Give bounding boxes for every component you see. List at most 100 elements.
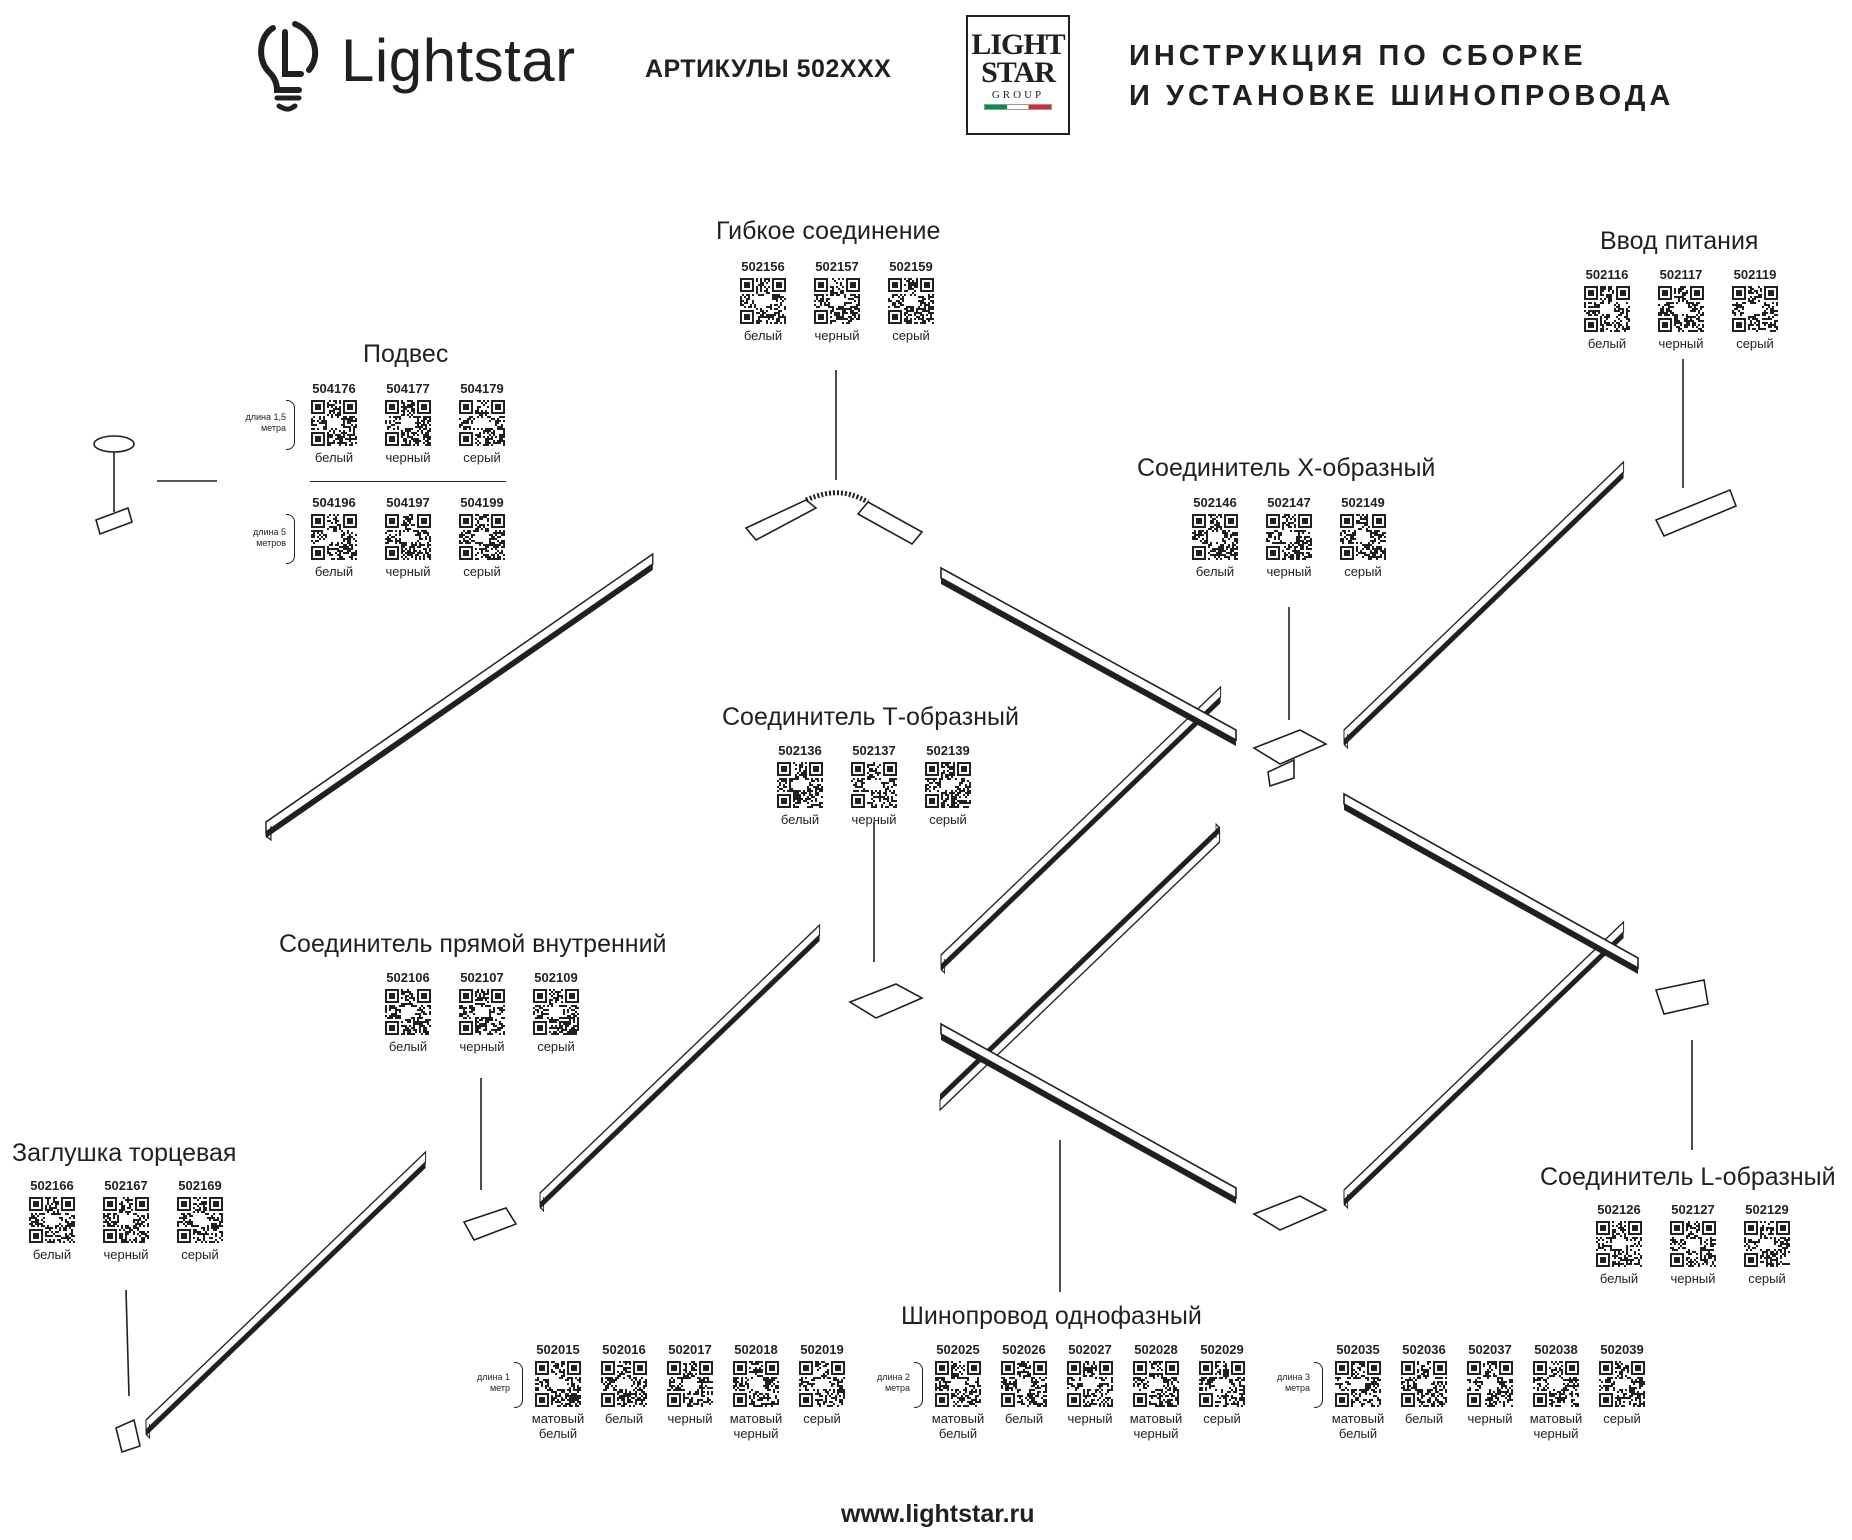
color-label: черный (1467, 1411, 1512, 1426)
qr-code-icon[interactable] (935, 1361, 981, 1407)
qr-code-icon[interactable] (799, 1361, 845, 1407)
color-label: черный (103, 1247, 148, 1262)
qr-code-icon[interactable] (459, 400, 505, 446)
article-code: 502149 (1341, 495, 1384, 510)
qr-code-icon[interactable] (385, 400, 431, 446)
variant-item: 502147черный (1265, 495, 1313, 579)
variant-item: 502036белый (1400, 1342, 1448, 1441)
qr-code-icon[interactable] (459, 989, 505, 1035)
qr-code-icon[interactable] (733, 1361, 779, 1407)
qr-code-icon[interactable] (667, 1361, 713, 1407)
article-code: 502136 (778, 743, 821, 758)
color-label: черный (1067, 1411, 1112, 1426)
qr-code-icon[interactable] (1599, 1361, 1645, 1407)
qr-code-icon[interactable] (1401, 1361, 1447, 1407)
variant-item: 504177черный (384, 381, 432, 465)
color-label: матовый белый (928, 1411, 988, 1441)
qr-code-icon[interactable] (1067, 1361, 1113, 1407)
variant-item: 504176белый (310, 381, 358, 465)
qr-code-icon[interactable] (1133, 1361, 1179, 1407)
qr-code-icon[interactable] (1533, 1361, 1579, 1407)
qr-code-icon[interactable] (311, 400, 357, 446)
flex-connector-title: Гибкое соединение (716, 217, 940, 246)
article-code: 502035 (1336, 1342, 1379, 1357)
qr-code-icon[interactable] (385, 989, 431, 1035)
qr-code-icon[interactable] (1658, 286, 1704, 332)
article-code: 502028 (1134, 1342, 1177, 1357)
length-label: длина 2 метра (858, 1372, 910, 1394)
qr-code-icon[interactable] (29, 1197, 75, 1243)
article-code: 502037 (1468, 1342, 1511, 1357)
variant-item: 502037 черный (1466, 1342, 1514, 1441)
color-label: черный (851, 812, 896, 827)
article-code: 502127 (1671, 1202, 1714, 1217)
qr-code-icon[interactable] (814, 278, 860, 324)
qr-code-icon[interactable] (1001, 1361, 1047, 1407)
qr-code-icon[interactable] (533, 989, 579, 1035)
qr-code-icon[interactable] (925, 762, 971, 808)
color-label: серый (1344, 564, 1382, 579)
variant-item: 502137черный (850, 743, 898, 827)
qr-code-icon[interactable] (851, 762, 897, 808)
qr-code-icon[interactable] (1192, 514, 1238, 560)
article-code: 502025 (936, 1342, 979, 1357)
qr-code-icon[interactable] (1584, 286, 1630, 332)
qr-code-icon[interactable] (177, 1197, 223, 1243)
track-2m-variants: 502025матовый белый 502026белый 502027че… (934, 1342, 1246, 1441)
color-label: белый (1588, 336, 1626, 351)
color-label: черный (1658, 336, 1703, 351)
x-connector-title: Соединитель Х-образный (1137, 454, 1435, 483)
suspension-variants-2: 504196белый 504197черный 504199серый (310, 495, 506, 579)
variant-item: 502166белый (28, 1178, 76, 1262)
color-label: черный (459, 1039, 504, 1054)
qr-code-icon[interactable] (1732, 286, 1778, 332)
color-label: черный (1670, 1271, 1715, 1286)
color-label: белый (744, 328, 782, 343)
qr-code-icon[interactable] (1335, 1361, 1381, 1407)
qr-code-icon[interactable] (1744, 1221, 1790, 1267)
qr-code-icon[interactable] (777, 762, 823, 808)
color-label: серый (463, 564, 501, 579)
qr-code-icon[interactable] (1596, 1221, 1642, 1267)
qr-code-icon[interactable] (1266, 514, 1312, 560)
qr-code-icon[interactable] (385, 514, 431, 560)
variant-item: 504199серый (458, 495, 506, 579)
qr-code-icon[interactable] (535, 1361, 581, 1407)
color-label: серый (1748, 1271, 1786, 1286)
color-label: белый (1405, 1411, 1443, 1426)
article-code: 502159 (889, 259, 932, 274)
article-code: 502109 (534, 970, 577, 985)
article-code: 504196 (312, 495, 355, 510)
variant-item: 502169серый (176, 1178, 224, 1262)
straight-connector-variants: 502106белый 502107черный 502109серый (384, 970, 580, 1054)
article-code: 502019 (800, 1342, 843, 1357)
qr-code-icon[interactable] (888, 278, 934, 324)
qr-code-icon[interactable] (103, 1197, 149, 1243)
variant-item: 502159серый (887, 259, 935, 343)
qr-code-icon[interactable] (1467, 1361, 1513, 1407)
qr-code-icon[interactable] (459, 514, 505, 560)
article-code: 502038 (1534, 1342, 1577, 1357)
article-code: 502157 (815, 259, 858, 274)
variant-item: 502157черный (813, 259, 861, 343)
qr-code-icon[interactable] (1340, 514, 1386, 560)
article-code: 502015 (536, 1342, 579, 1357)
website-link[interactable]: www.lightstar.ru (841, 1500, 1035, 1529)
qr-code-icon[interactable] (601, 1361, 647, 1407)
divider (310, 481, 506, 482)
qr-code-icon[interactable] (311, 514, 357, 560)
color-label: серый (463, 450, 501, 465)
qr-code-icon[interactable] (1199, 1361, 1245, 1407)
color-label: серый (181, 1247, 219, 1262)
suspension-variants-1: 504176белый 504177черный 504179серый (310, 381, 506, 465)
qr-code-icon[interactable] (740, 278, 786, 324)
article-code: 502139 (926, 743, 969, 758)
qr-code-icon[interactable] (1670, 1221, 1716, 1267)
color-label: черный (385, 564, 430, 579)
article-code: 502116 (1586, 267, 1629, 282)
